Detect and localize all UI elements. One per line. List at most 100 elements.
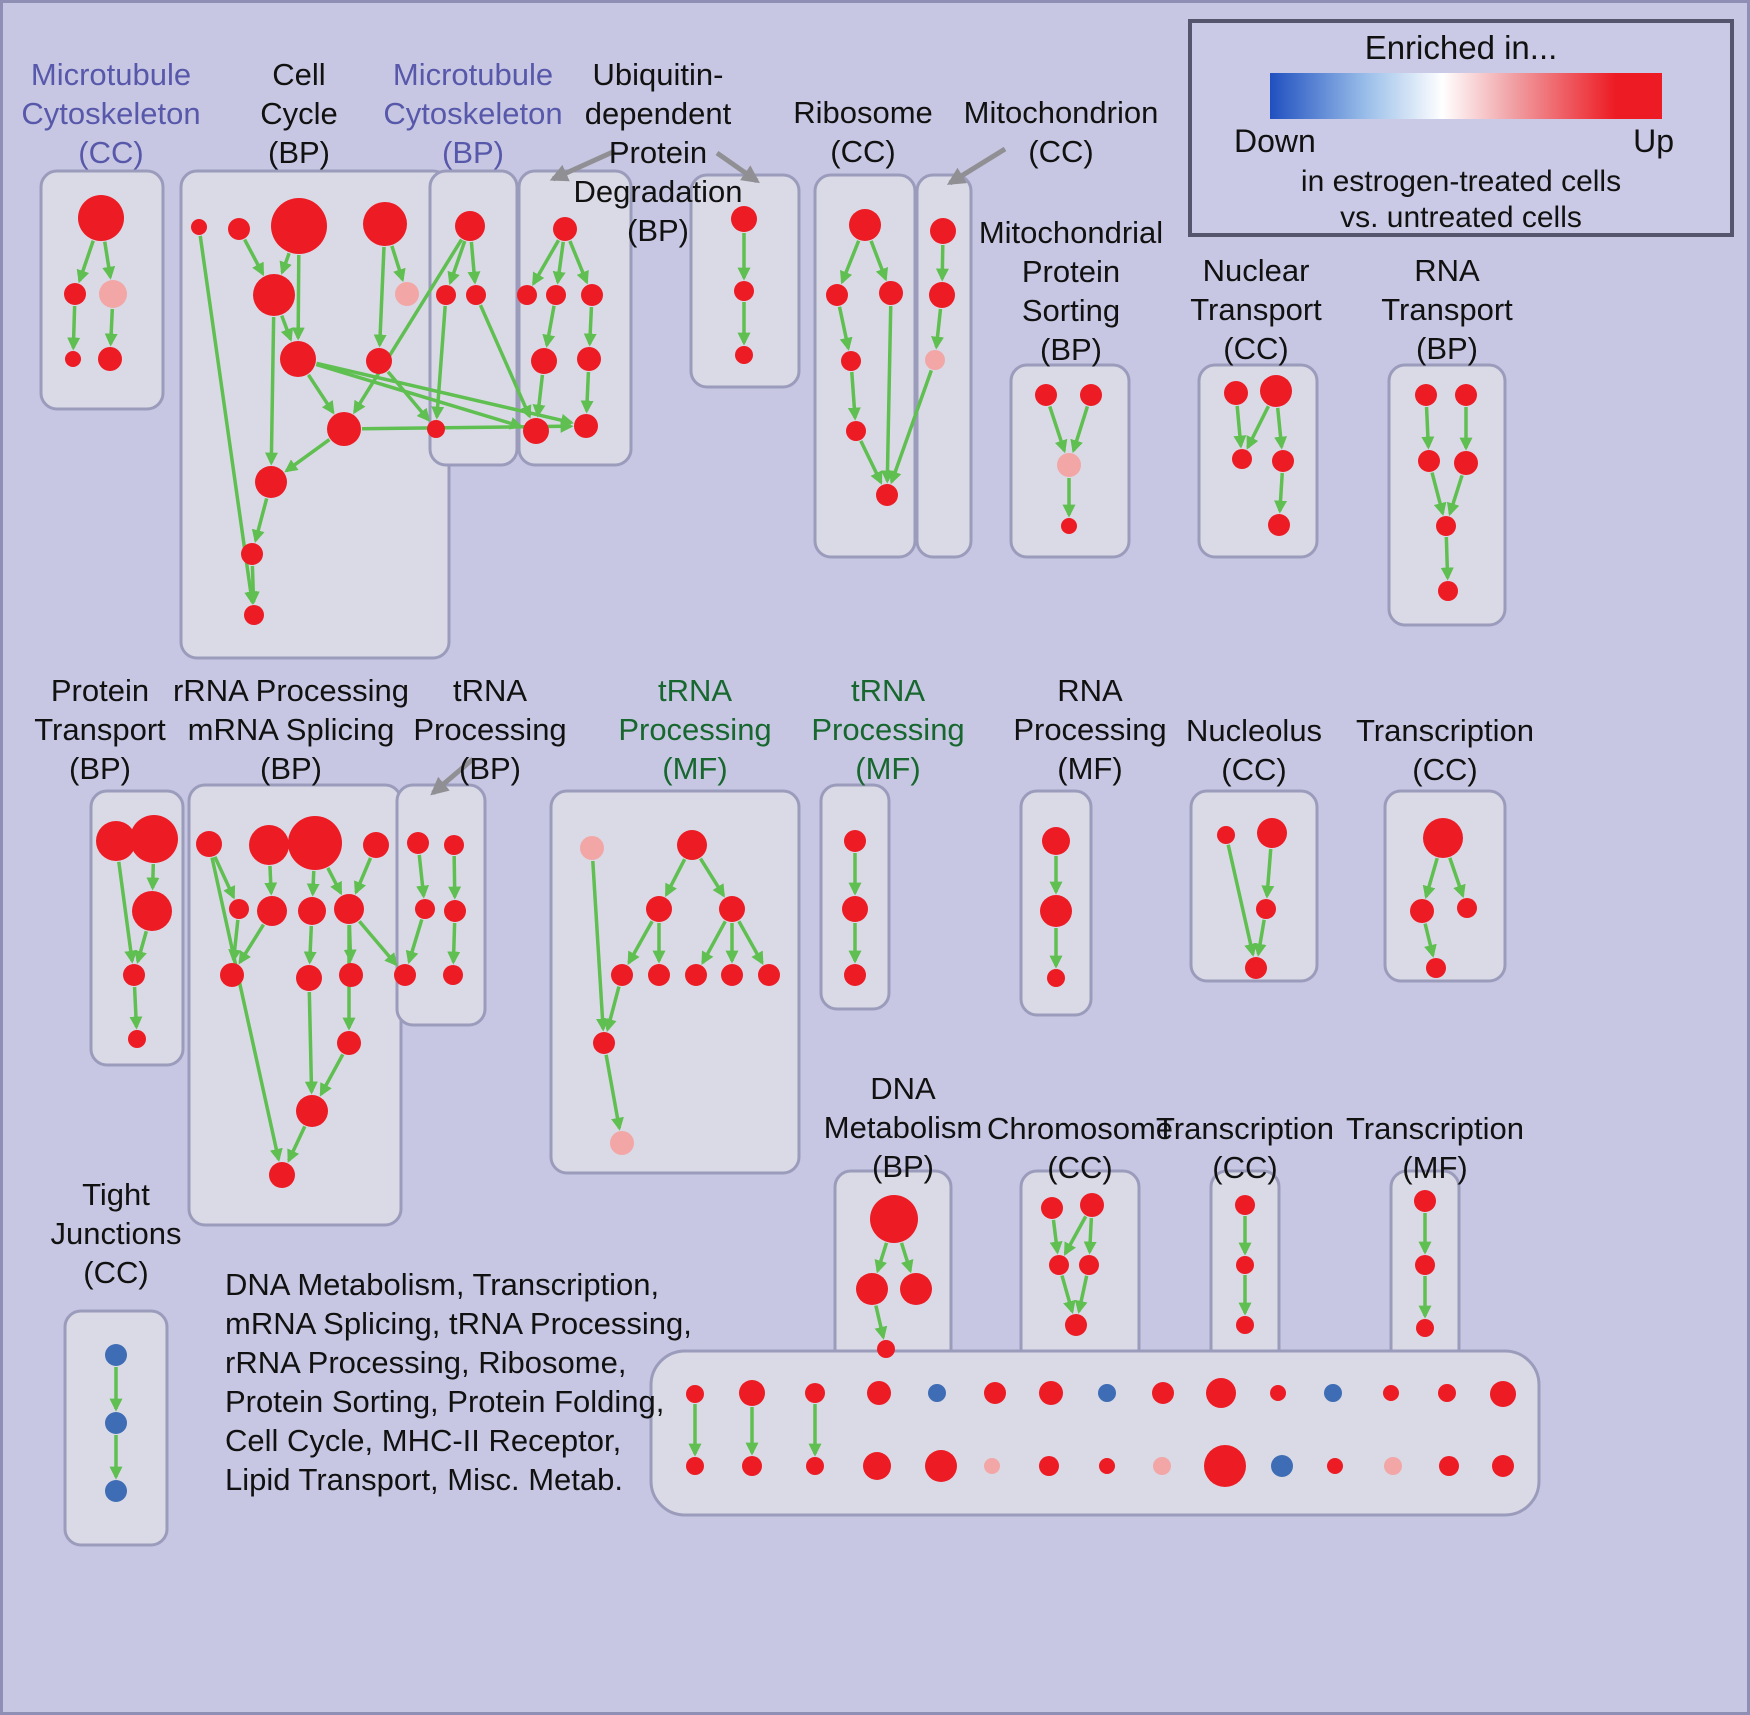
graph-edge	[129, 986, 143, 1030]
graph-edge	[251, 497, 269, 543]
graph-node	[1047, 969, 1065, 987]
graph-edge	[847, 371, 861, 421]
graph-node	[879, 281, 903, 305]
graph-edge	[198, 235, 258, 605]
graph-edge	[1048, 405, 1068, 454]
graph-node	[1454, 451, 1478, 475]
graph-edge	[604, 1054, 624, 1131]
graph-edge	[1063, 1215, 1088, 1256]
graph-node	[1426, 958, 1446, 978]
graph-edge	[1049, 1219, 1063, 1255]
graph-node	[1235, 1195, 1255, 1215]
graph-edge	[580, 371, 594, 414]
graph-edge	[416, 854, 429, 899]
graph-node	[1455, 384, 1477, 406]
graph-node	[1415, 1255, 1435, 1275]
graph-node	[841, 351, 861, 371]
graph-edge	[1446, 474, 1464, 517]
graph-node	[1042, 827, 1070, 855]
graph-node	[296, 1095, 328, 1127]
graph-edge	[264, 865, 278, 896]
graph-node	[196, 831, 222, 857]
graph-node	[1039, 1456, 1059, 1476]
graph-node	[1270, 1385, 1286, 1401]
legend-subtitle-line2: vs. untreated cells	[1340, 201, 1582, 234]
graph-node	[844, 830, 866, 852]
graph-edge	[552, 241, 566, 285]
graph-node	[553, 217, 577, 241]
graph-edge	[134, 930, 148, 965]
graph-edge	[737, 920, 764, 966]
graph-node	[842, 896, 868, 922]
graph-node	[846, 421, 866, 441]
graph-node	[327, 412, 361, 446]
graph-node	[1324, 1384, 1342, 1402]
graph-node	[394, 964, 416, 986]
graph-edge	[291, 254, 305, 341]
graph-node	[1418, 450, 1440, 472]
graph-edge	[542, 305, 556, 348]
graph-node	[574, 414, 598, 438]
graph-node	[229, 899, 249, 919]
cluster-box-mixed-categories-strip	[649, 1349, 1541, 1517]
graph-node	[900, 1273, 932, 1305]
graph-node	[1099, 1458, 1115, 1474]
graph-edge	[287, 1125, 307, 1163]
graph-node	[581, 284, 603, 306]
graph-node	[1035, 384, 1057, 406]
graph-node	[856, 1273, 888, 1305]
legend-downup-row: Down Up	[1234, 123, 1674, 160]
graph-node	[363, 832, 389, 858]
graph-node	[739, 1380, 765, 1406]
graph-node	[1152, 1382, 1174, 1404]
graph-edge	[568, 240, 589, 285]
graph-node	[1271, 1455, 1293, 1477]
graph-node	[253, 274, 295, 316]
graph-node	[1414, 1190, 1436, 1212]
graph-edge	[280, 314, 294, 342]
graph-edge	[447, 922, 461, 965]
graph-edge	[67, 305, 81, 351]
graph-node	[1257, 818, 1287, 848]
graph-node	[844, 964, 866, 986]
graph-edge	[390, 245, 406, 283]
graph-node	[280, 341, 316, 377]
graph-edge	[284, 438, 331, 473]
graph-node	[925, 350, 945, 370]
graph-node	[1384, 1457, 1402, 1475]
graph-node	[407, 832, 429, 854]
graph-node	[1057, 453, 1081, 477]
graph-edge	[874, 1305, 888, 1340]
graph-edge	[1421, 406, 1435, 450]
graph-edge	[353, 238, 464, 415]
graph-node	[98, 347, 122, 371]
graph-node	[1098, 1384, 1116, 1402]
graph-edge	[1422, 857, 1439, 900]
graph-node	[870, 1195, 918, 1243]
graph-node	[132, 891, 172, 931]
graph-node	[241, 543, 263, 565]
graph-node	[288, 816, 342, 870]
graph-edge	[1423, 923, 1437, 958]
graph-edge	[405, 919, 424, 965]
graph-node	[580, 836, 604, 860]
graph-edge	[1074, 1275, 1089, 1314]
graph-node	[1438, 1384, 1456, 1402]
graph-node	[719, 896, 745, 922]
graph-edge	[532, 374, 546, 418]
legend: Enriched in... Down Up in estrogen-treat…	[1188, 19, 1734, 237]
graph-node	[731, 206, 757, 232]
graph-node	[1410, 899, 1434, 923]
graph-node	[648, 964, 670, 986]
graph-node	[123, 964, 145, 986]
graph-node	[930, 218, 956, 244]
graph-node	[758, 964, 780, 986]
graph-edge	[1274, 407, 1288, 450]
graph-node	[444, 835, 464, 855]
graph-node	[863, 1452, 891, 1480]
graph-node	[296, 965, 322, 991]
legend-up-label: Up	[1633, 123, 1674, 159]
cluster-box-transcription-cc-middle	[1383, 789, 1507, 983]
graph-edge	[315, 362, 524, 430]
graph-node	[984, 1382, 1006, 1404]
